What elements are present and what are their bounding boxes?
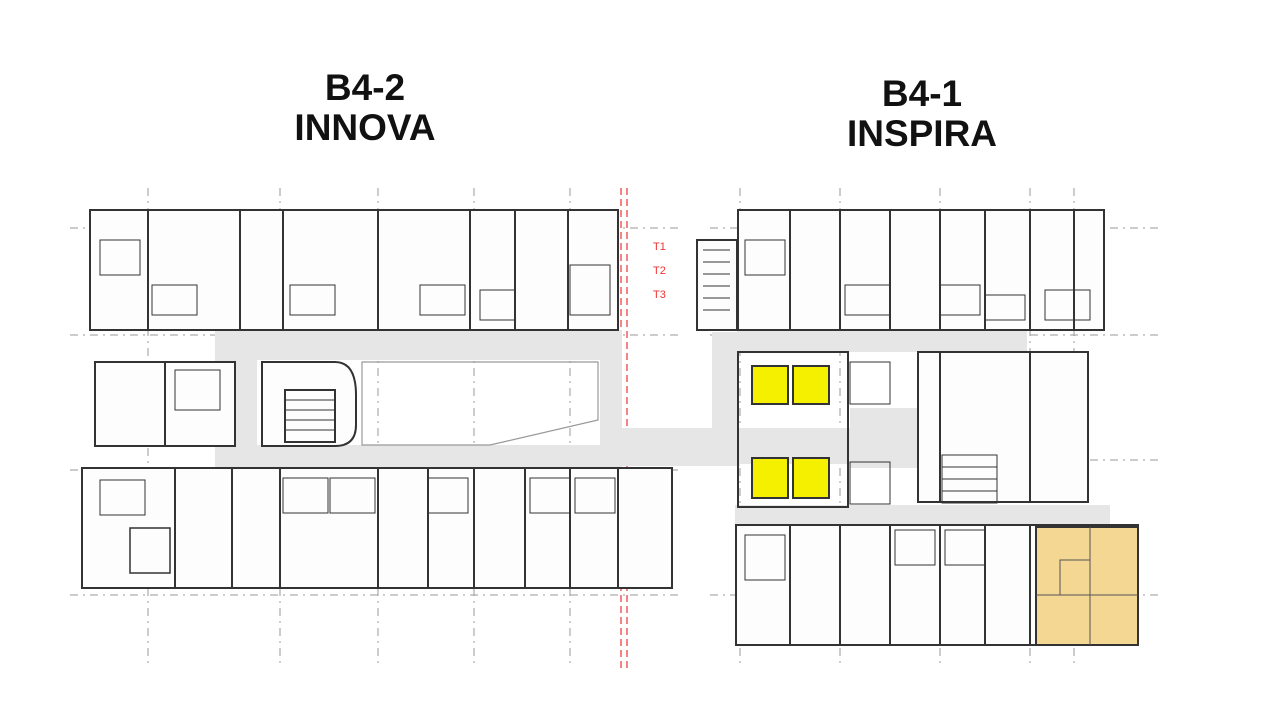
building-code: B4-2 (324, 67, 406, 108)
tower-label-t2: T2 (653, 265, 666, 277)
corridors (215, 330, 1110, 525)
building-b4-2-plan (81, 209, 673, 589)
elevator-shaft (792, 457, 830, 499)
elevator-shaft (751, 457, 789, 499)
building-name: INNOVA (294, 106, 436, 148)
building-code: B4-1 (881, 73, 963, 114)
tower-label-t3: T3 (653, 289, 666, 301)
highlighted-unit-rooms (1036, 527, 1138, 645)
building-name: INSPIRA (846, 112, 998, 154)
elevator-shaft (751, 365, 789, 405)
highlighted-unit (1035, 526, 1139, 646)
elevator-shafts (751, 365, 830, 499)
tower-label-t1: T1 (653, 241, 666, 253)
elevator-shaft (792, 365, 830, 405)
building-title-b4-1: B4-1 INSPIRA (772, 74, 1072, 154)
building-title-b4-2: B4-2 INNOVA (215, 68, 515, 148)
